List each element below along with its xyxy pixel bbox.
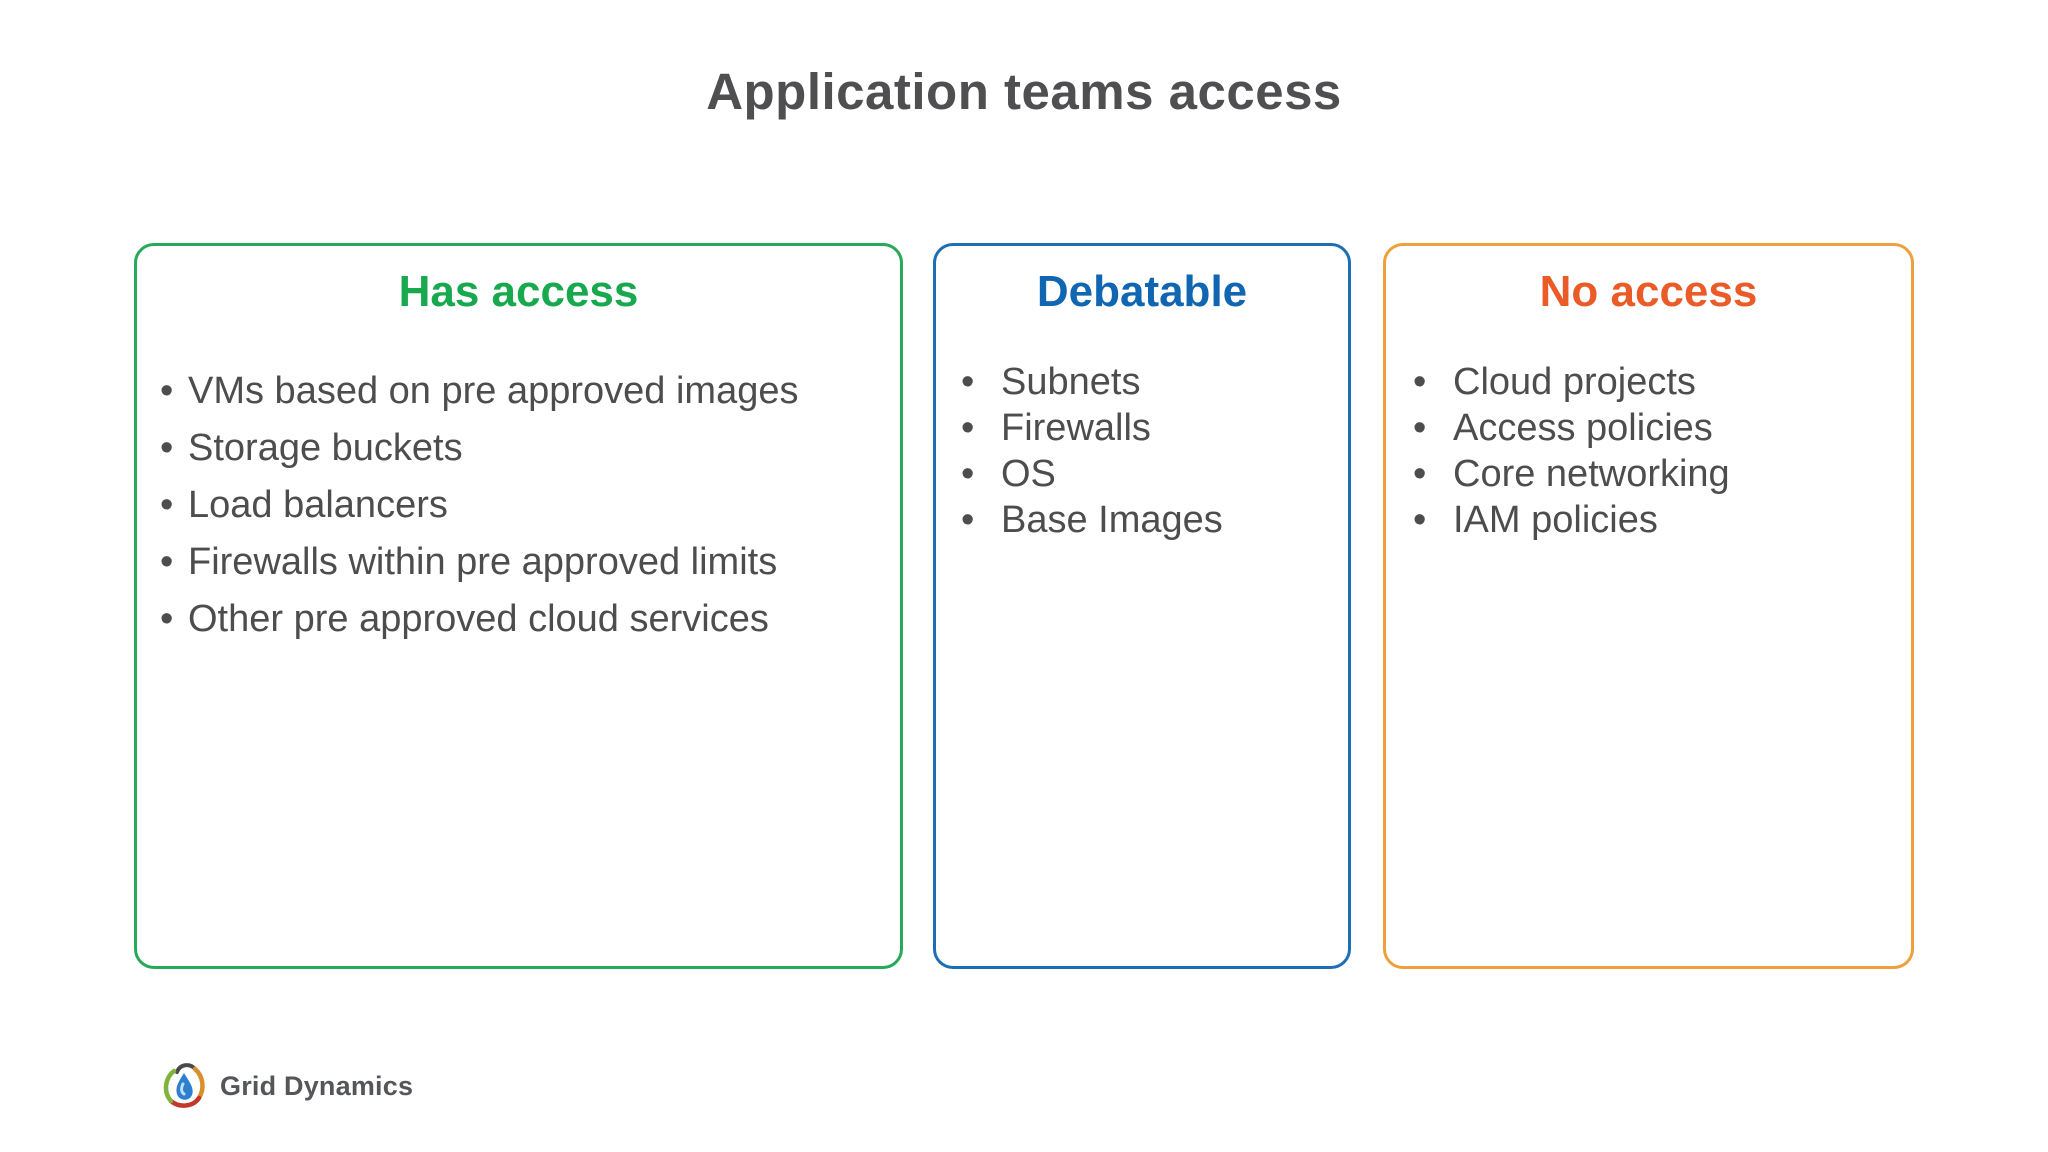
list-item: Access policies <box>1413 405 1911 451</box>
list-item: Subnets <box>961 359 1348 405</box>
list-item: IAM policies <box>1413 497 1911 543</box>
column-debatable: Debatable Subnets Firewalls OS Base Imag… <box>933 243 1351 969</box>
column-list-no-access: Cloud projects Access policies Core netw… <box>1413 359 1911 543</box>
column-no-access: No access Cloud projects Access policies… <box>1383 243 1914 969</box>
brand-name: Grid Dynamics <box>220 1070 414 1101</box>
list-item: Load balancers <box>160 477 900 534</box>
column-title-no-access: No access <box>1539 267 1758 316</box>
list-item: Base Images <box>961 497 1348 543</box>
list-item: Other pre approved cloud services <box>160 591 900 648</box>
column-title-has-access: Has access <box>398 267 639 316</box>
list-item: Storage buckets <box>160 420 900 477</box>
column-has-access: Has access VMs based on pre approved ima… <box>134 243 903 969</box>
column-list-debatable: Subnets Firewalls OS Base Images <box>961 359 1348 543</box>
grid-dynamics-logo-icon <box>163 1063 205 1108</box>
page-title: Application teams access <box>706 63 1342 120</box>
list-item: Core networking <box>1413 451 1911 497</box>
column-title-debatable: Debatable <box>1036 267 1248 316</box>
column-list-has-access: VMs based on pre approved images Storage… <box>160 363 900 648</box>
list-item: Firewalls within pre approved limits <box>160 534 900 591</box>
brand-logo: Grid Dynamics <box>157 1058 413 1114</box>
list-item: Cloud projects <box>1413 359 1911 405</box>
list-item: VMs based on pre approved images <box>160 363 900 420</box>
list-item: OS <box>961 451 1348 497</box>
list-item: Firewalls <box>961 405 1348 451</box>
